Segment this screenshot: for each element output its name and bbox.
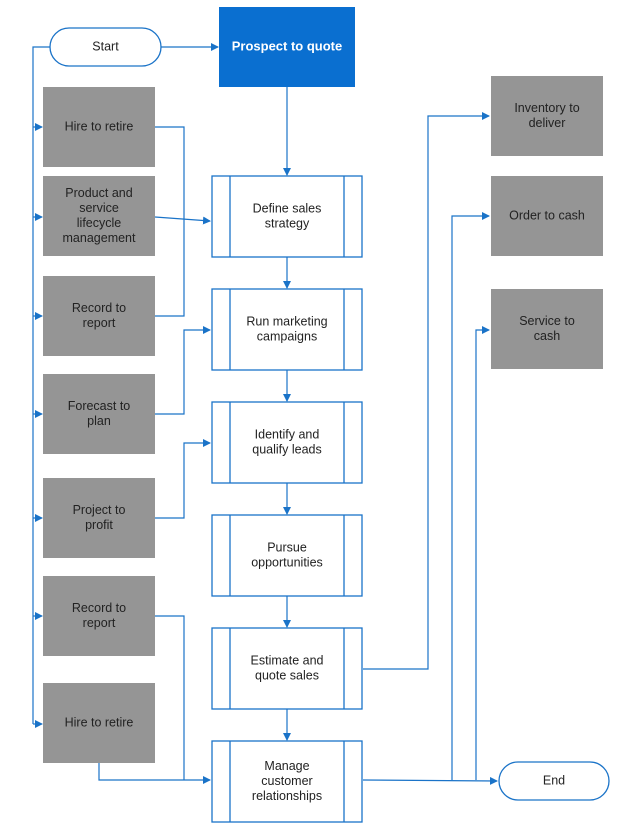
forecast-to-marketing xyxy=(155,326,211,415)
process-step-box xyxy=(211,288,363,371)
right-process: Order to cash xyxy=(491,176,603,256)
left-process-label-line: lifecycle xyxy=(77,216,122,230)
process-step-box xyxy=(211,627,363,710)
left-process-box xyxy=(43,683,155,763)
process-step-label-line: Identify and xyxy=(255,427,320,441)
process-step-label-line: customer xyxy=(261,774,312,788)
right-process-box xyxy=(491,76,603,156)
start-label: Start xyxy=(92,39,119,53)
right-process-label-line: cash xyxy=(534,329,560,343)
right-process-label-line: Inventory to xyxy=(514,101,579,115)
right-process-box xyxy=(491,176,603,256)
process-step-label-line: relationships xyxy=(252,789,322,803)
manage-to-end xyxy=(362,776,498,785)
process-step-label-line: qualify leads xyxy=(252,442,322,456)
record-to-manage xyxy=(155,615,185,780)
process-step-label-line: Estimate and xyxy=(251,653,324,667)
right-process-label-line: Service to xyxy=(519,314,575,328)
left-process-label-line: Hire to retire xyxy=(65,715,134,729)
process-step-label-line: Pursue xyxy=(267,540,307,554)
end-label: End xyxy=(543,773,565,787)
process-step-box xyxy=(211,740,363,823)
main-process-label: Prospect to quote xyxy=(232,38,343,53)
right-process-label-line: Order to cash xyxy=(509,208,585,222)
left-process-box xyxy=(43,87,155,167)
process-step-label-line: quote sales xyxy=(255,668,319,682)
project-to-identify xyxy=(155,439,211,519)
left-process-box xyxy=(43,478,155,558)
left-process-label-line: service xyxy=(79,201,119,215)
left-process-box xyxy=(43,576,155,656)
left-process-box xyxy=(43,176,155,256)
to-service-to-cash xyxy=(475,326,490,780)
left-process: Hire to retire xyxy=(43,87,155,167)
process-step-label-line: strategy xyxy=(265,216,310,230)
main-process-box: Prospect to quote xyxy=(219,7,355,87)
end-terminal: End xyxy=(498,761,610,801)
hire-to-retire-to-define xyxy=(155,126,185,221)
process-step-box xyxy=(211,175,363,258)
left-process-label-line: Record to xyxy=(72,301,126,315)
left-process-label-line: Product and xyxy=(65,186,132,200)
right-process-box xyxy=(491,289,603,369)
right-process-label-line: deliver xyxy=(529,116,566,130)
estimate-to-inventory xyxy=(363,112,490,670)
left-process: Hire to retire xyxy=(43,683,155,763)
process-step-label-line: opportunities xyxy=(251,555,323,569)
to-order-to-cash xyxy=(451,212,490,780)
process-step-label-line: Define sales xyxy=(253,201,322,215)
process-step-label-line: campaigns xyxy=(257,329,317,343)
process-step-box xyxy=(211,401,363,484)
left-process-label-line: Hire to retire xyxy=(65,119,134,133)
left-process-label-line: Record to xyxy=(72,601,126,615)
left-process-box xyxy=(43,276,155,356)
left-process-box xyxy=(43,374,155,454)
left-process-label-line: management xyxy=(63,231,136,245)
process-step-box xyxy=(211,514,363,597)
left-process-label-line: report xyxy=(83,616,116,630)
hire-to-manage xyxy=(98,763,211,784)
left-process-label-line: Project to xyxy=(73,503,126,517)
process-step-label-line: Manage xyxy=(264,759,309,773)
left-process-label-line: profit xyxy=(85,518,113,532)
left-process-label-line: report xyxy=(83,316,116,330)
record-to-report-to-define xyxy=(155,221,185,317)
left-trunk-line xyxy=(32,46,50,724)
start-terminal: Start xyxy=(49,27,162,67)
product-to-define xyxy=(154,216,211,225)
left-process-label-line: Forecast to xyxy=(68,399,131,413)
connector-lines xyxy=(32,43,498,785)
process-step-label-line: Run marketing xyxy=(246,314,327,328)
left-process-label-line: plan xyxy=(87,414,111,428)
